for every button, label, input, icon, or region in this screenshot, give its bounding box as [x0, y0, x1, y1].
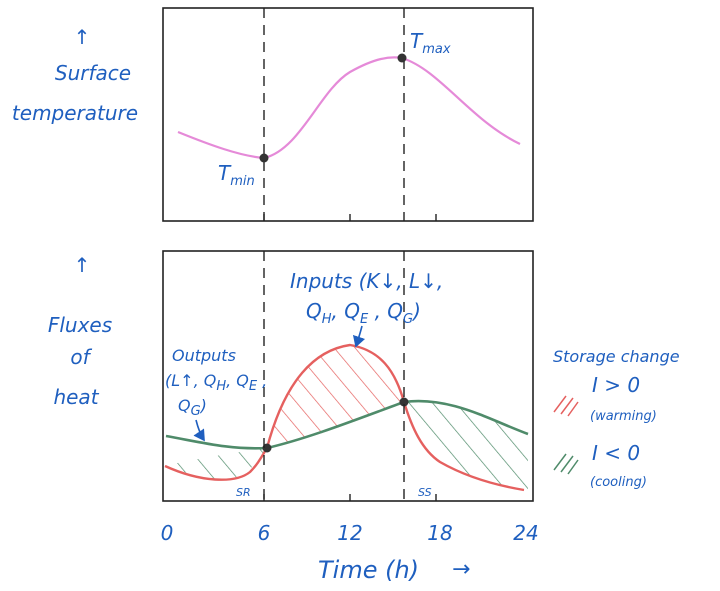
- sr-label: SR: [236, 486, 251, 499]
- temperature-frame: [162, 7, 534, 222]
- inputs-pointer-arrow: [352, 325, 366, 348]
- tmax-sub: max: [422, 42, 451, 57]
- temperature-panel: Tmin Tmax ↑ Surface temperature: [12, 7, 534, 222]
- legend-cooling-expr: I < 0: [592, 441, 640, 465]
- tmax-label: Tmax: [410, 29, 451, 57]
- storage-legend: Storage change I > 0 (warming) I < 0 (co…: [553, 347, 680, 490]
- inputs-label-line1: Inputs (K↓, L↓,: [290, 269, 443, 293]
- warming-swatch: [553, 395, 579, 417]
- x-tick-24: 24: [513, 521, 538, 545]
- flux-panel: SR SS Inputs (K↓, L↓, QH, QE , QG) Outpu…: [48, 250, 534, 502]
- warming-region: [267, 345, 404, 448]
- tmin-sub: min: [230, 174, 255, 189]
- sunrise-crossing-point: [262, 443, 272, 453]
- flux-frame: [162, 250, 534, 502]
- ss-label: SS: [418, 486, 432, 499]
- cooling-region-morning: [163, 448, 267, 481]
- sunset-crossing-point: [399, 397, 409, 407]
- flux-ylabel-arrow: ↑: [74, 253, 91, 277]
- legend-warming-expr: I > 0: [592, 373, 640, 397]
- tmin-point: [259, 153, 269, 163]
- outputs-label-line1: Outputs: [172, 346, 236, 365]
- outputs-sub-g: G: [191, 404, 201, 419]
- flux-ylabel-line3: heat: [53, 385, 99, 409]
- outputs-label-line3: QG): [178, 396, 207, 419]
- flux-ylabel-line2: of: [70, 345, 92, 369]
- outputs-label-line2: (L↑, QH, QE ,: [165, 371, 267, 394]
- inputs-sub-h: H: [322, 312, 332, 327]
- outputs-pointer-arrow: [193, 419, 205, 442]
- cooling-region-evening: [404, 401, 528, 490]
- legend-warming-note: (warming): [590, 409, 657, 424]
- outputs-sub-h: H: [216, 379, 226, 394]
- x-axis: 0 6 12 18 24 Time (h) →: [161, 521, 539, 584]
- temperature-curve: [177, 56, 521, 160]
- outputs-sub-e: E: [249, 379, 258, 394]
- tmax-point: [397, 53, 407, 63]
- legend-cooling-note: (cooling): [590, 475, 647, 490]
- x-tick-0: 0: [161, 521, 174, 545]
- inputs-sub-g: G: [403, 312, 413, 327]
- temp-ylabel-arrow: ↑: [74, 25, 91, 49]
- cooling-swatch: [553, 453, 579, 475]
- inputs-sub-e: E: [360, 312, 369, 327]
- x-axis-arrow: →: [452, 557, 470, 582]
- x-axis-label: Time (h): [318, 556, 419, 584]
- legend-title: Storage change: [553, 347, 680, 366]
- tmin-label: Tmin: [218, 161, 255, 189]
- inputs-curve: [164, 343, 525, 492]
- temp-ylabel-line1: Surface: [55, 61, 131, 85]
- x-tick-12: 12: [337, 521, 362, 545]
- x-tick-6: 6: [258, 521, 271, 545]
- flux-ylabel-line1: Fluxes: [48, 313, 112, 337]
- inputs-label-line2: QH, QE , QG): [306, 299, 421, 327]
- outputs-curve: [165, 399, 529, 450]
- temp-ylabel-line2: temperature: [12, 101, 138, 125]
- x-tick-18: 18: [427, 521, 452, 545]
